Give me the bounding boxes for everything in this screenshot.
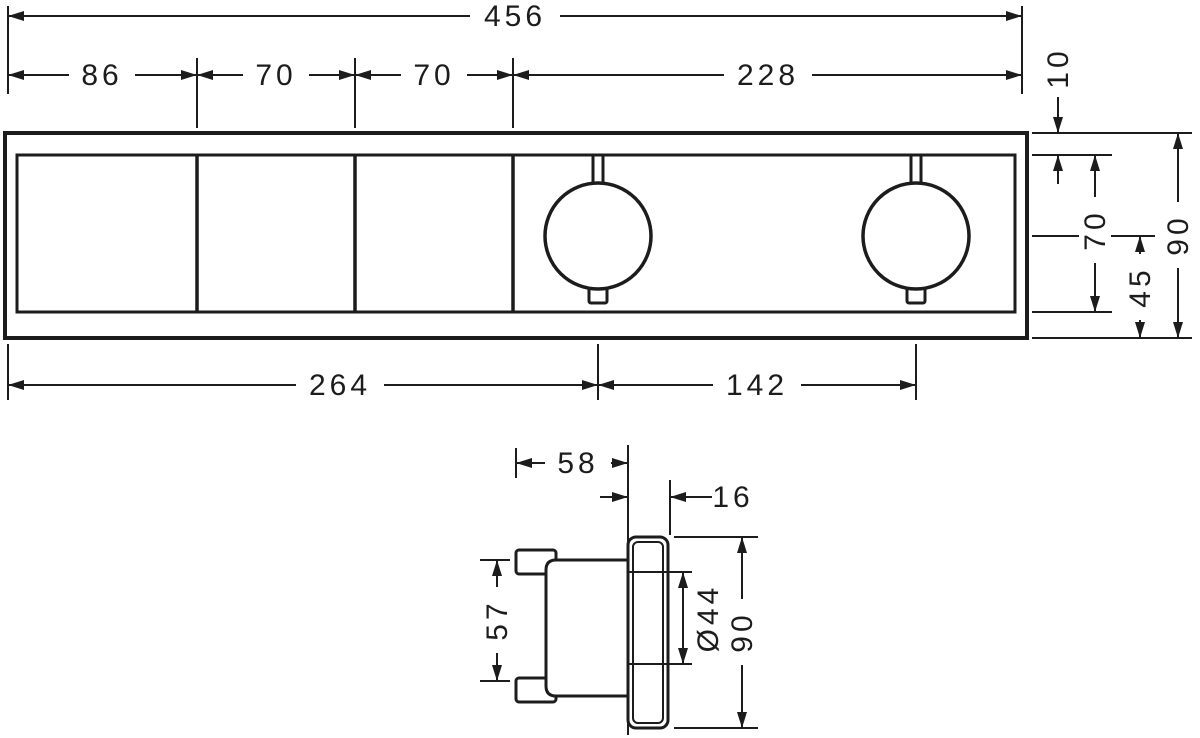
dim-label-total-width: 456 bbox=[484, 0, 546, 33]
dim-label-body-depth: 58 bbox=[557, 447, 598, 480]
dim-plate-height: 90 bbox=[674, 536, 759, 729]
dim-inner-height: 70 bbox=[1079, 155, 1112, 312]
dim-total-width: 456 bbox=[7, 0, 1023, 94]
dim-label-handle-to-bottom: 45 bbox=[1124, 266, 1157, 307]
panel-outer-frame bbox=[3, 131, 1029, 340]
dim-body-height: 57 bbox=[480, 559, 514, 682]
dim-label-inner-height: 70 bbox=[1079, 209, 1112, 250]
dim-label-left-to-handle: 264 bbox=[309, 369, 371, 402]
dim-segments: 86 70 70 228 bbox=[8, 58, 1022, 128]
front-view: 456 86 70 70 228 bbox=[3, 0, 1195, 402]
dim-label-total-height: 90 bbox=[1162, 214, 1195, 255]
escutcheon-inner bbox=[632, 541, 664, 724]
dim-label-segment-1: 86 bbox=[81, 59, 122, 92]
valve-body bbox=[514, 548, 630, 704]
dim-label-body-height: 57 bbox=[481, 599, 514, 640]
dim-label-top-offset: 10 bbox=[1042, 47, 1075, 88]
dim-label-handle-spacing: 142 bbox=[726, 369, 788, 402]
escutcheon-plate bbox=[626, 535, 670, 730]
dim-label-plate-height: 90 bbox=[726, 611, 759, 652]
right-knob bbox=[861, 153, 971, 305]
dim-label-handle-diameter: Ø44 bbox=[692, 584, 725, 653]
dim-top-offset: 10 bbox=[1042, 39, 1075, 184]
knob-circle bbox=[543, 181, 653, 291]
dim-label-segment-4: 228 bbox=[737, 59, 799, 92]
dim-plate-thickness: 16 bbox=[600, 480, 753, 535]
dim-total-height: 90 bbox=[1162, 133, 1195, 338]
panel-inner-frame bbox=[15, 153, 1017, 314]
panel bbox=[3, 131, 1029, 340]
dim-label-segment-3: 70 bbox=[413, 59, 454, 92]
panel-dividers bbox=[195, 155, 515, 312]
side-view: 58 16 57 bbox=[480, 445, 759, 735]
dim-bottom-row: 264 142 bbox=[7, 344, 917, 402]
left-knob bbox=[543, 153, 653, 305]
dim-handle-to-bottom: 45 bbox=[1124, 236, 1157, 338]
dim-body-depth: 58 bbox=[515, 447, 628, 480]
knob-circle bbox=[861, 181, 971, 291]
dim-handle-diameter: Ø44 bbox=[648, 570, 725, 666]
escutcheon-outer bbox=[626, 535, 670, 730]
dim-label-plate-thickness: 16 bbox=[712, 481, 753, 514]
dim-label-segment-2: 70 bbox=[255, 59, 296, 92]
body-housing bbox=[544, 558, 630, 698]
